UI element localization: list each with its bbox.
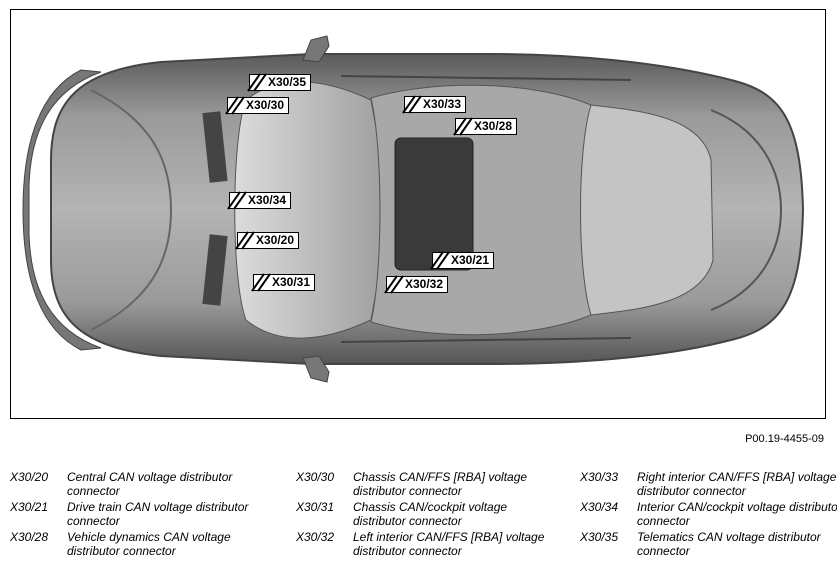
legend-row: X30/30 Chassis CAN/FFS [RBA] voltage dist… xyxy=(296,470,576,500)
callout-label: X30/20 xyxy=(237,232,300,249)
left-mirror xyxy=(302,35,330,63)
legend-row: X30/35 Telematics CAN voltage distributor… xyxy=(580,530,837,560)
right-mirror xyxy=(302,355,330,383)
legend-code: X30/34 xyxy=(580,500,619,514)
legend-code: X30/28 xyxy=(10,530,49,544)
legend-column-1: X30/20 Central CAN voltage distributor co… xyxy=(10,470,290,560)
legend-row: X30/28 Vehicle dynamics CAN voltage distr… xyxy=(10,530,290,560)
legend-code: X30/35 xyxy=(580,530,619,544)
figure-reference: P00.19-4455-09 xyxy=(745,433,824,445)
legend-code: X30/21 xyxy=(10,500,49,514)
callout-x30-30: X30/30 xyxy=(227,97,290,114)
callout-label: X30/34 xyxy=(229,192,292,209)
door-line-top xyxy=(340,75,632,81)
legend-code: X30/32 xyxy=(296,530,335,544)
legend-column-2: X30/30 Chassis CAN/FFS [RBA] voltage dist… xyxy=(296,470,576,560)
legend-description: Vehicle dynamics CAN voltage distributor… xyxy=(67,530,231,558)
legend-description: Left interior CAN/FFS [RBA] voltage dist… xyxy=(353,530,545,558)
windshield xyxy=(234,81,392,339)
legend-row: X30/21 Drive train CAN voltage distributo… xyxy=(10,500,290,530)
car-top-view-illustration xyxy=(22,35,805,383)
callout-x30-32: X30/32 xyxy=(386,276,449,293)
callout-label: X30/31 xyxy=(253,274,316,291)
legend-code: X30/31 xyxy=(296,500,335,514)
callout-label: X30/33 xyxy=(404,96,467,113)
callout-label: X30/21 xyxy=(432,252,495,269)
legend-description: Telematics CAN voltage distributor conne… xyxy=(637,530,821,558)
callout-x30-35: X30/35 xyxy=(249,74,312,91)
figure-frame: X30/35 X30/30 X30/33 X30/28 X30/34 X30/2… xyxy=(10,9,826,419)
callout-label: X30/28 xyxy=(455,118,518,135)
legend-row: X30/20 Central CAN voltage distributor co… xyxy=(10,470,290,500)
right-vent xyxy=(202,234,228,306)
callout-x30-31: X30/31 xyxy=(253,274,316,291)
legend-description: Chassis CAN/cockpit voltage distributor … xyxy=(353,500,508,528)
legend-description: Interior CAN/cockpit voltage distributor… xyxy=(637,500,837,528)
legend-code: X30/30 xyxy=(296,470,335,484)
legend-row: X30/32 Left interior CAN/FFS [RBA] voltag… xyxy=(296,530,576,560)
legend-description: Drive train CAN voltage distributor conn… xyxy=(67,500,249,528)
legend-row: X30/33 Right interior CAN/FFS [RBA] volta… xyxy=(580,470,837,500)
callout-x30-28: X30/28 xyxy=(455,118,518,135)
door-line-bottom xyxy=(340,337,632,343)
callout-label: X30/35 xyxy=(249,74,312,91)
callout-label: X30/30 xyxy=(227,97,290,114)
hood-line xyxy=(90,89,173,331)
left-vent xyxy=(202,111,228,183)
rear-window xyxy=(580,104,714,316)
legend-description: Right interior CAN/FFS [RBA] voltage dis… xyxy=(637,470,837,498)
front-bumper xyxy=(22,69,102,351)
callout-x30-21: X30/21 xyxy=(432,252,495,269)
legend-code: X30/20 xyxy=(10,470,49,484)
legend-code: X30/33 xyxy=(580,470,619,484)
callout-x30-34: X30/34 xyxy=(229,192,292,209)
legend-column-3: X30/33 Right interior CAN/FFS [RBA] volta… xyxy=(580,470,837,560)
callout-label: X30/32 xyxy=(386,276,449,293)
legend-row: X30/34 Interior CAN/cockpit voltage distr… xyxy=(580,500,837,530)
legend-row: X30/31 Chassis CAN/cockpit voltage distri… xyxy=(296,500,576,530)
legend-description: Chassis CAN/FFS [RBA] voltage distributo… xyxy=(353,470,528,498)
legend-description: Central CAN voltage distributor connecto… xyxy=(67,470,233,498)
trunk xyxy=(710,109,783,311)
callout-x30-20: X30/20 xyxy=(237,232,300,249)
sunroof xyxy=(394,137,474,271)
callout-x30-33: X30/33 xyxy=(404,96,467,113)
